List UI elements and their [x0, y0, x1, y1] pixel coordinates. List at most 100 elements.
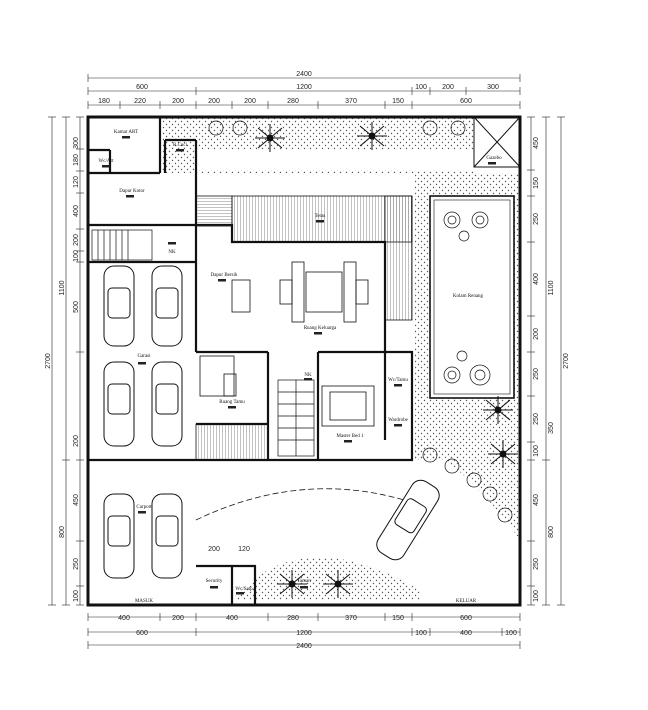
teras-deck-side — [384, 195, 413, 321]
dim-bot-r1-6: 600 — [460, 615, 472, 622]
dim-bot-r1-1: 200 — [172, 615, 184, 622]
dim-left-r1-4: 200 — [73, 234, 80, 246]
dim-right-r1-11: 100 — [533, 590, 540, 602]
car-7 — [376, 479, 440, 561]
label-keluar: KELUAR — [456, 599, 477, 604]
dim-left-r1-9: 250 — [73, 558, 80, 570]
label-kamar-art: Kamar ART — [114, 130, 138, 135]
trees — [208, 120, 513, 523]
dim-top-r3-2: 200 — [172, 98, 184, 105]
dim-top-labels: 2400 600 1200 100 200 300 180 220 200 20… — [98, 71, 499, 105]
dim-right-r2-1: 800 — [548, 526, 555, 538]
label-wc-tamu: Wc/Tamu — [388, 378, 408, 383]
dim-bottom-labels: 400 200 400 280 370 150 600 600 1200 100… — [118, 615, 517, 650]
dim-top-r2-2: 100 — [415, 84, 427, 91]
dim-right-r1-7: 350 — [548, 422, 555, 434]
car-6 — [151, 493, 183, 579]
car-3 — [103, 361, 135, 447]
label-ruang-tamu: Ruang Tamu — [219, 400, 245, 405]
dim-right-r1-8: 100 — [533, 445, 540, 457]
label-gazebo: Gazebo — [486, 156, 502, 161]
driveway-path — [195, 488, 405, 521]
dim-right-r1-2: 250 — [533, 213, 540, 225]
dim-left-total: 2700 — [45, 353, 52, 369]
dim-left-r2-1: 800 — [59, 526, 66, 538]
label-dapur-bersih: Dapur Bersih — [211, 273, 238, 278]
dim-top-total: 2400 — [296, 71, 312, 78]
label-nk2: NK — [304, 373, 312, 378]
dim-top-r3-5: 280 — [287, 98, 299, 105]
label-nk: NK — [168, 250, 176, 255]
dim-left-r2-0: 1100 — [59, 280, 66, 295]
dim-right-r1-9: 450 — [533, 494, 540, 506]
bed — [321, 385, 375, 427]
teras-deck — [231, 195, 413, 243]
dim-right-r1-3: 400 — [533, 273, 540, 285]
dimension-ticks — [48, 74, 565, 649]
dim-left-r1-3: 400 — [73, 205, 80, 217]
sofa — [199, 355, 237, 397]
palms — [255, 122, 518, 598]
pool — [429, 195, 515, 399]
dim-top-r3-1: 220 — [134, 98, 146, 105]
dim-top-r2-1: 1200 — [296, 84, 312, 91]
dim-bot-r1-2: 400 — [226, 615, 238, 622]
dim-top-r3-4: 200 — [244, 98, 256, 105]
label-masuk: MASUK — [135, 599, 153, 604]
car-5 — [103, 493, 135, 579]
label-dapur-kotor: Dapur Kotor — [119, 189, 145, 194]
dim-right-r1-6: 250 — [533, 413, 540, 425]
label-carport: Carport — [136, 505, 152, 510]
dim-right-total: 2700 — [563, 353, 570, 369]
car-1 — [103, 265, 135, 347]
dim-top-r3-3: 200 — [208, 98, 220, 105]
dim-right-r1-1: 150 — [533, 177, 540, 189]
dim-bot-r2-0: 600 — [136, 630, 148, 637]
dim-left-r1-1: 180 — [73, 154, 80, 166]
dim-left-r1-5: 100 — [73, 250, 80, 262]
dim-left-r1-7: 200 — [73, 435, 80, 447]
stairs — [91, 229, 315, 457]
label-wardrobe: Wardrobe — [388, 418, 408, 423]
car-4 — [151, 361, 183, 447]
dim-bot-r2-3: 400 — [460, 630, 472, 637]
dim-left-r1-0: 300 — [73, 137, 80, 149]
label-r-cuci: R.Cuci — [173, 143, 188, 148]
dim-top-r2-0: 600 — [136, 84, 148, 91]
gazebo — [473, 116, 521, 168]
label-garasi: Garasi — [137, 354, 151, 359]
label-wc-art: Wc/Art — [99, 159, 115, 164]
label-kolam-renang: Kolam Renang — [453, 294, 484, 299]
dim-right-r1-0: 450 — [533, 137, 540, 149]
dim-right-r2-0: 1100 — [548, 280, 555, 295]
dim-left-r1-10: 100 — [73, 590, 80, 602]
dim-left-labels: 2700 1100 800 300 180 120 400 200 100 50… — [45, 137, 80, 602]
dim-top-r2-3: 200 — [442, 84, 454, 91]
kitchen-island — [231, 279, 251, 313]
car-2 — [151, 265, 183, 347]
dim-bot-r1-0: 400 — [118, 615, 130, 622]
label-teras: Teras — [315, 214, 326, 219]
dim-top-r3-7: 150 — [392, 98, 404, 105]
dim-bot-r1-3: 280 — [287, 615, 299, 622]
cars — [103, 265, 440, 579]
label-security: Security — [206, 579, 223, 584]
dim-right-r1-10: 250 — [533, 558, 540, 570]
dim-top-r2-4: 300 — [487, 84, 499, 91]
dim-top-r3-6: 370 — [345, 98, 357, 105]
dim-right-labels: 450 150 250 400 200 250 250 350 100 450 … — [533, 137, 570, 602]
label-ruang-keluarga: Ruang Keluarga — [304, 326, 337, 331]
label-wc-satpam: Wc/Satp — [235, 587, 253, 592]
dim-bot-r2-4: 100 — [505, 630, 517, 637]
room-labels: Kamar ART Wc/Art Dapur Kotor R.Cuci Gaze… — [99, 130, 503, 604]
front-steps — [195, 423, 269, 461]
dim-right-r1-5: 250 — [533, 368, 540, 380]
dim-bot-r2-1: 1200 — [296, 630, 312, 637]
dim-interior-1: 120 — [238, 546, 250, 553]
label-master-bed: Master Bed 1 — [337, 434, 364, 439]
dim-right-r1-4: 200 — [533, 328, 540, 340]
dim-top-r3-8: 600 — [460, 98, 472, 105]
site-boundary — [86, 115, 522, 607]
dim-interior-0: 200 — [208, 546, 220, 553]
